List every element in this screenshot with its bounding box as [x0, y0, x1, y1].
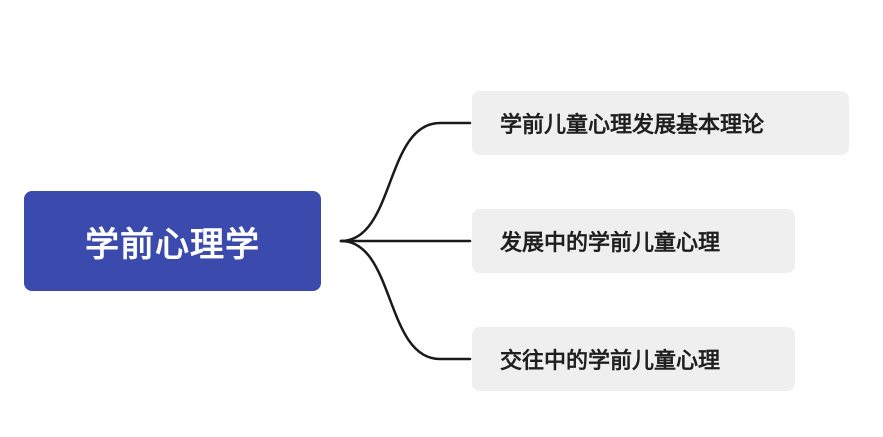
child-topic-label: 发展中的学前儿童心理: [500, 231, 721, 256]
child-topic-label: 学前儿童心理发展基本理论: [500, 113, 765, 138]
child-topic-node-1[interactable]: 学前儿童心理发展基本理论: [472, 91, 849, 155]
child-topic-node-3[interactable]: 交往中的学前儿童心理: [472, 327, 795, 391]
connector-to-child-3: [339, 239, 472, 361]
child-topic-node-2[interactable]: 发展中的学前儿童心理: [472, 209, 795, 273]
root-topic-node[interactable]: 学前心理学: [24, 191, 321, 291]
child-topic-label: 交往中的学前儿童心理: [500, 349, 721, 374]
connector-to-child-1: [339, 121, 472, 243]
root-topic-label: 学前心理学: [85, 224, 260, 265]
